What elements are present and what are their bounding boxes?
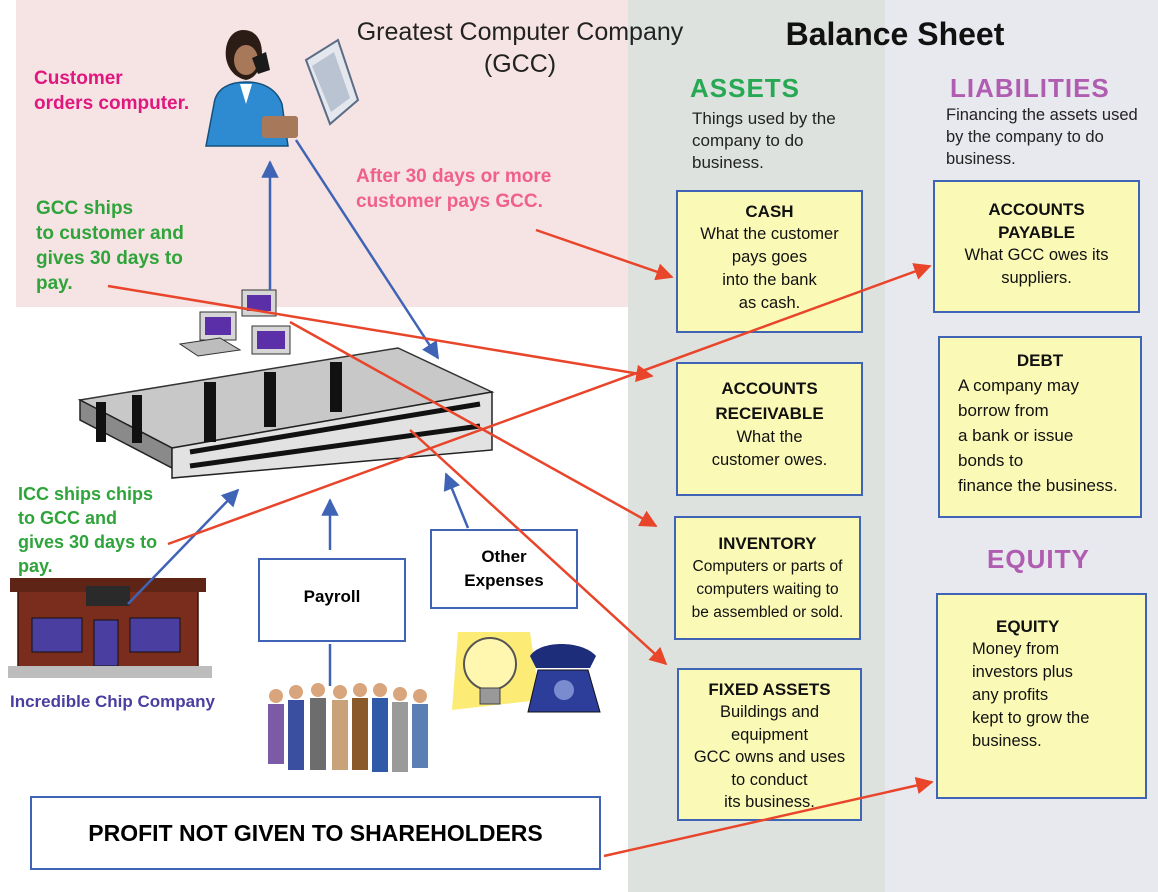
employees-group-icon xyxy=(268,683,428,772)
equity-title: EQUITY xyxy=(996,617,1060,636)
gcc-factory-building xyxy=(77,347,495,479)
fixed-assets-arrow xyxy=(409,429,668,666)
other-expenses-arrow xyxy=(443,472,470,529)
accounts-payable-box: ACCOUNTS PAYABLE What GCC owes its suppl… xyxy=(933,180,1140,313)
profit-to-equity-arrow xyxy=(603,776,934,858)
cash-body: What the customer pays goes into the ban… xyxy=(700,225,839,312)
accounts-receivable-box: ACCOUNTS RECEIVABLE What the customer ow… xyxy=(676,362,863,496)
order-to-gcc-arrow xyxy=(294,139,440,360)
debt-body: A company may borrow from a bank or issu… xyxy=(958,376,1118,495)
computer-monitor-icon xyxy=(304,38,360,126)
gcc-ships-label: GCC ships to customer and gives 30 days … xyxy=(36,198,184,294)
profit-label: PROFIT NOT GIVEN TO SHAREHOLDERS xyxy=(88,820,543,846)
payment-to-cash-arrow xyxy=(535,228,674,281)
cash-box: CASH What the customer pays goes into th… xyxy=(676,190,863,333)
fixed-assets-box: FIXED ASSETS Buildings and equipment GCC… xyxy=(677,668,862,821)
inventory-body: Computers or parts of computers waiting … xyxy=(691,558,844,621)
supplier-name: Incredible Chip Company xyxy=(10,692,215,711)
liabilities-heading: LIABILITIES xyxy=(950,73,1110,103)
liabilities-description: Financing the assets used by the company… xyxy=(946,106,1138,168)
payable-arrow xyxy=(167,263,932,546)
assets-description: Things used by the company to do busines… xyxy=(692,109,836,172)
accounts-payable-body: What GCC owes its suppliers. xyxy=(964,246,1109,287)
icc-ships-label: ICC ships chips to GCC and gives 30 days… xyxy=(18,484,158,576)
assets-heading: ASSETS xyxy=(690,73,801,103)
payroll-label: Payroll xyxy=(303,587,361,606)
customer-pays-label: After 30 days or more customer pays GCC. xyxy=(356,166,552,212)
debt-title: DEBT xyxy=(1016,351,1064,370)
inventory-box: INVENTORY Computers or parts of computer… xyxy=(674,516,861,640)
telephone-icon xyxy=(527,644,601,713)
equity-body: Money from investors plus any profits ke… xyxy=(972,640,1090,750)
debt-box: DEBT A company may borrow from a bank or… xyxy=(938,336,1142,518)
company-title: Greatest Computer Company (GCC) xyxy=(356,18,684,78)
receivable-arrow xyxy=(107,284,654,383)
computer-terminals-icon xyxy=(178,289,291,357)
accounts-receivable-title: ACCOUNTS RECEIVABLE xyxy=(715,379,824,423)
supplier-store-building xyxy=(8,578,212,678)
accounts-payable-title: ACCOUNTS PAYABLE xyxy=(988,200,1085,242)
profit-box: PROFIT NOT GIVEN TO SHAREHOLDERS xyxy=(30,796,601,870)
inventory-title: INVENTORY xyxy=(718,534,817,553)
accounts-receivable-body: What the customer owes. xyxy=(711,428,828,469)
equity-box: EQUITY Money from investors plus any pro… xyxy=(936,593,1147,799)
customer-figure xyxy=(205,30,298,147)
customer-orders-label: Customer orders computer. xyxy=(34,68,190,114)
inventory-arrow xyxy=(289,320,658,528)
balance-sheet-title: Balance Sheet xyxy=(785,16,1005,52)
cash-title: CASH xyxy=(745,202,794,221)
fixed-assets-body: Buildings and equipment GCC owns and use… xyxy=(693,703,846,811)
light-bulb-icon xyxy=(452,632,540,710)
other-expenses-box: Other Expenses xyxy=(430,529,578,609)
chips-to-gcc-arrow xyxy=(127,488,240,605)
payroll-box: Payroll xyxy=(258,558,406,642)
fixed-assets-title: FIXED ASSETS xyxy=(708,680,831,699)
equity-heading: EQUITY xyxy=(987,544,1090,574)
other-expenses-label: Other Expenses xyxy=(464,547,544,590)
